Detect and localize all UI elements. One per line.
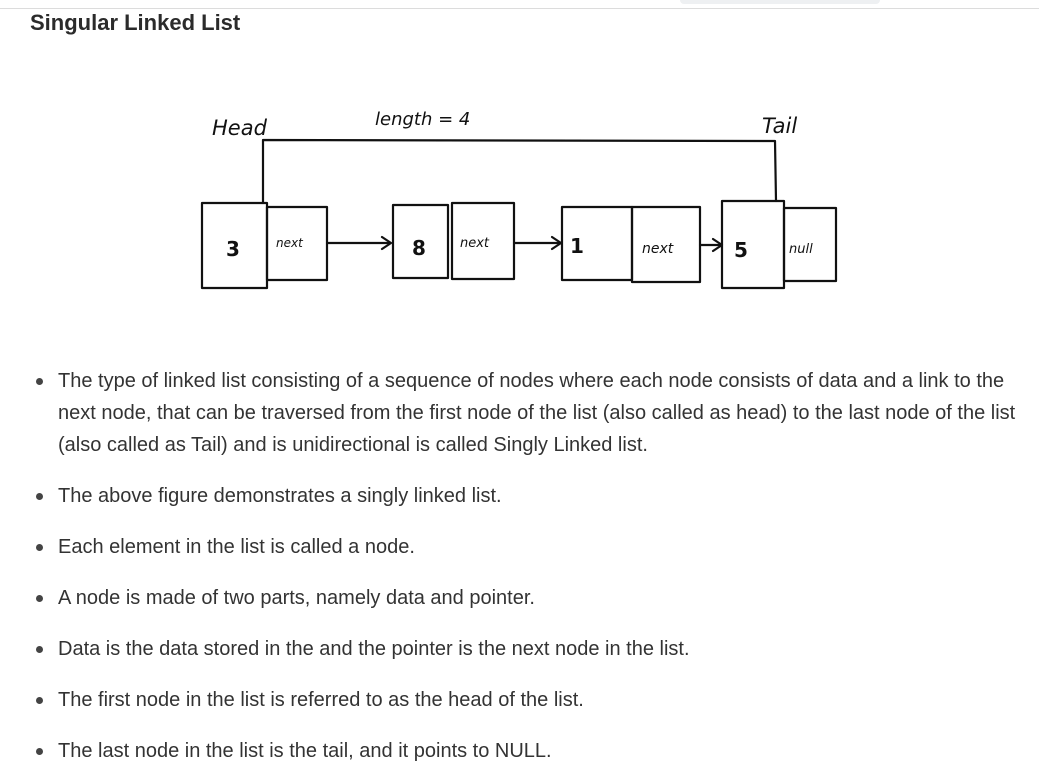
node-1-pointer: next	[276, 236, 304, 250]
node-4-pointer: null	[789, 242, 813, 257]
list-item: The type of linked list consisting of a …	[30, 365, 1020, 461]
linked-list-figure: Head length = 4 Tail 3 next 8 next 1 nex…	[190, 95, 860, 305]
top-tab-shadow	[680, 0, 880, 4]
list-item: Each element in the list is called a nod…	[30, 531, 1020, 563]
section-title: Singular Linked List	[30, 10, 241, 35]
node-2-data-cell	[391, 203, 450, 280]
list-item: Data is the data stored in the and the p…	[30, 633, 1020, 665]
node-4-data-cell	[720, 199, 786, 290]
node-4-data: 5	[734, 238, 748, 262]
list-item: The last node in the list is the tail, a…	[30, 735, 1020, 767]
node-2-data: 8	[412, 236, 426, 260]
node-3-data: 1	[570, 234, 584, 258]
node-1-data: 3	[226, 237, 240, 261]
node-2-pointer-cell	[450, 201, 516, 281]
list-item: A node is made of two parts, namely data…	[30, 582, 1020, 614]
arrow-1-head	[380, 235, 393, 251]
length-label: length = 4	[375, 109, 470, 130]
linked-list-diagram: Head length = 4 Tail 3 next 8 next 1 nex…	[200, 109, 838, 290]
top-divider	[0, 8, 1039, 9]
bullet-list: The type of linked list consisting of a …	[30, 365, 1020, 780]
node-2-pointer: next	[460, 236, 490, 251]
head-label: Head	[212, 116, 268, 140]
node-3-pointer: next	[642, 241, 674, 257]
list-item: The first node in the list is referred t…	[30, 684, 1020, 716]
list-item: The above figure demonstrates a singly l…	[30, 480, 1020, 512]
node-4-pointer-cell	[782, 206, 838, 283]
head-tail-bracket	[261, 138, 778, 205]
tail-label: Tail	[762, 114, 797, 138]
